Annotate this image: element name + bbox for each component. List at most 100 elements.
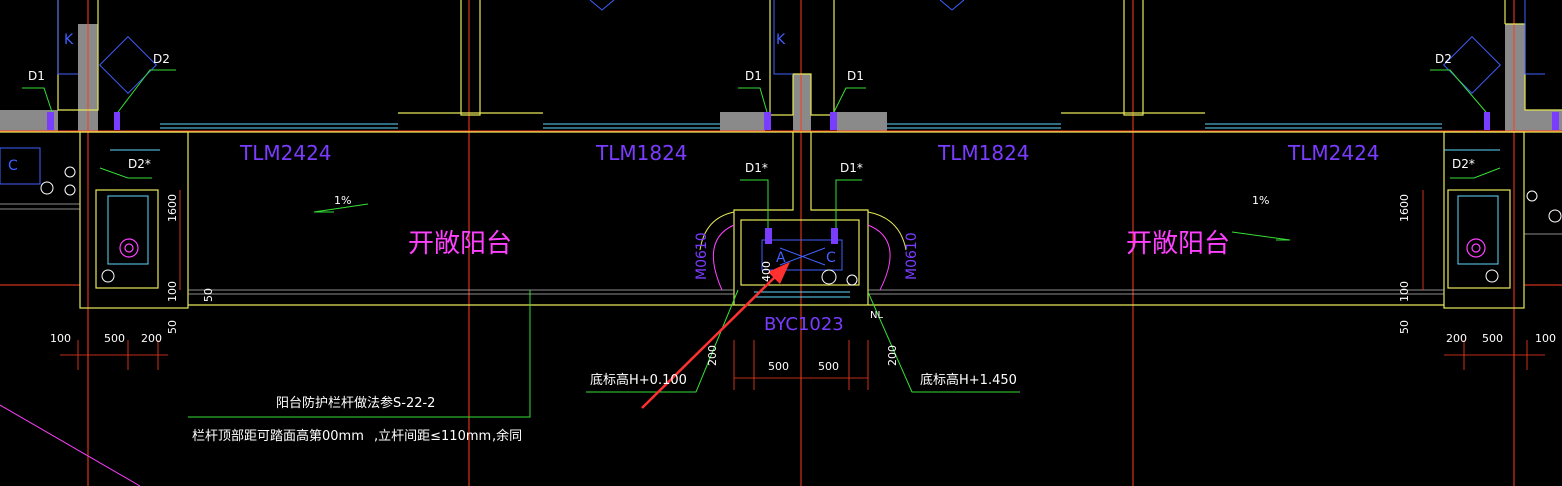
leaders [22,69,1501,418]
dim-text: 100 [1398,281,1411,302]
floor-drain [1466,238,1486,258]
dimension-text: 100 500 200 50 1600 100 50 400 200 500 5… [50,194,1556,373]
window-label: BYC1023 [764,314,844,335]
dim-text: 500 [104,332,125,345]
dim-text: 50 [166,320,179,334]
wall-hatch [720,112,765,132]
pipe-tag: NL [870,310,883,321]
pipe-tag: D1 [745,69,762,83]
white-labels: D1 D2 D1 D1 D2 D2* D2* D1* D1* NL 1% 1% … [28,52,1475,444]
pipe-tag: D2 [153,52,170,66]
pipe-circle [64,166,76,178]
leader [738,87,768,113]
pipe-marker [1552,112,1559,130]
pipe-circle [1526,190,1538,202]
pipe-circle [1548,209,1562,223]
leader [22,87,53,113]
slope-arrow [1231,231,1291,241]
callout-letter: C [826,250,836,266]
pipe-circle [846,274,858,286]
floor-drain [1471,243,1481,253]
appliance-right [1457,195,1499,265]
dim-text: 200 [1446,332,1467,345]
pipe-circle [101,269,115,283]
balcony-right-inner [1447,189,1511,289]
dim-text: 200 [886,345,899,366]
dim-text: 200 [141,332,162,345]
leader [740,179,769,228]
niche-wall [810,132,869,305]
annotation-arrow-head [768,262,790,284]
dim-text: 50 [1398,320,1411,334]
railing-lines [0,203,1562,295]
callout-letter: A [776,250,786,266]
elevation-label: 底标高H+0.100 [590,372,687,388]
pipe-marker [831,228,838,244]
pipe-markers [47,112,1559,244]
balcony-label: 开敞阳台 [408,229,512,259]
fixture-left [99,36,157,94]
pipe-tag: D1 [847,69,864,83]
pipe-tag: D2* [128,157,151,171]
annotation-arrow-shaft [641,273,779,409]
pipe-marker [1484,112,1490,130]
door-label: TLM1824 [595,141,688,165]
pipe-tag: D1* [745,161,768,175]
pipe-tag: D2* [1452,157,1475,171]
door-code-left: M0610 [694,232,710,280]
wall-hatch [1505,24,1525,132]
leader [188,290,531,418]
section-line [0,404,141,486]
dim-text: 1600 [1398,194,1411,222]
leader [1430,69,1487,113]
room-mark [589,0,615,11]
wall-outline [1123,0,1144,116]
floor-drain [124,243,134,253]
dim-text: 100 [166,281,179,302]
balcony-labels: 开敞阳台 开敞阳台 [408,229,1230,259]
dim-text: 500 [768,360,789,373]
pipe-marker [764,112,771,130]
leader [835,179,862,228]
dim-text: 200 [706,345,719,366]
note-line: ,立杆间距≤110mm [374,429,491,444]
dim-text: 500 [1482,332,1503,345]
door-code-right: M0610 [904,232,920,280]
callout-letter: K [64,32,74,48]
door-label: TLM2424 [239,141,332,165]
note-line: 阳台防护栏杆做法参S-22-2 [276,395,435,411]
door-swing-arcs [699,211,907,251]
room-marks [0,0,1545,271]
wall-hatch-group [0,24,1562,132]
door-label: TLM1824 [937,141,1030,165]
door-labels: TLM2424 TLM1824 TLM1824 TLM2424 BYC1023 … [239,141,1380,335]
annotation-arrow [641,262,790,409]
dim-text: 500 [818,360,839,373]
room-mark [939,0,965,11]
door-label: TLM2424 [1287,141,1380,165]
elevation-label: 底标高H+1.450 [920,372,1017,388]
niche-inner [740,219,860,286]
door-swings [712,224,891,291]
balcony-label: 开敞阳台 [1126,229,1230,259]
niche-wall [733,132,794,305]
pipe-circle [821,269,837,285]
pipe-circle [1485,269,1499,283]
dim-text: 50 [202,288,215,302]
dimension-lines [60,190,1545,390]
balcony-fixtures [107,149,1500,265]
slope-arrow [313,203,369,213]
wall-hatch [0,110,58,132]
door-swing-arc [867,211,907,251]
pipe-marker [765,228,772,244]
door-lines [160,123,1442,298]
slope-label: 1% [334,194,351,207]
wall-hatch [793,74,811,132]
leader [99,167,152,179]
room-mark [773,0,793,75]
callout-letter: K [776,32,786,48]
leader [833,87,866,113]
